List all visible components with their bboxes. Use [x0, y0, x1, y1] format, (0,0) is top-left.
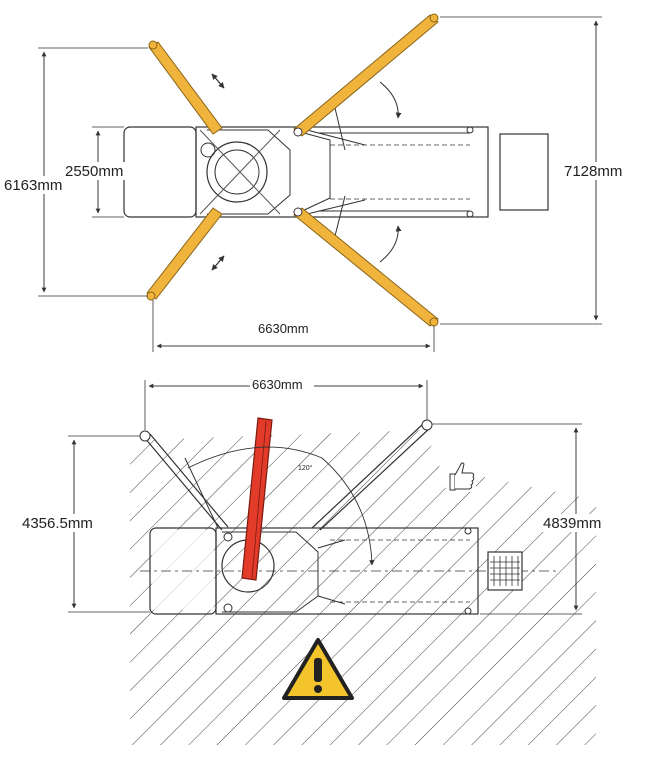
turntable-side — [200, 142, 216, 158]
grille-icon — [487, 551, 523, 591]
outrigger-left-extended — [143, 436, 223, 531]
boom — [241, 417, 273, 581]
dim-total-width: 7128mm — [564, 163, 622, 180]
bottom-view: 120° — [20, 376, 614, 745]
dim-left-height: 4356.5mm — [22, 515, 93, 532]
rear-block — [499, 133, 549, 211]
outrigger-legs — [146, 14, 439, 327]
thumbs-up-icon — [446, 460, 476, 492]
outrigger-rear-left — [293, 14, 439, 137]
outrigger-front-right — [146, 207, 223, 300]
outrigger-front-left — [148, 41, 223, 135]
slew-angle-arc — [187, 446, 375, 566]
outrigger-right-extended — [311, 422, 425, 529]
dim-outrigger-span-top: 6630mm — [258, 321, 309, 336]
chassis-outline — [195, 126, 489, 218]
turntable-outer — [206, 141, 268, 203]
warning-icon — [282, 638, 354, 700]
outrigger-rear-right — [293, 207, 439, 327]
dim-outrigger-span-bottom: 6630mm — [252, 377, 303, 392]
turntable-inner — [214, 149, 260, 195]
top-view: 6163mm 2550mm 7128mm 6630mm — [2, 13, 636, 352]
dim-outer-width: 6163mm — [4, 177, 62, 194]
dim-right-height: 4839mm — [543, 515, 601, 532]
angle-label: 120° — [298, 464, 313, 472]
dim-body-width: 2550mm — [65, 163, 123, 180]
